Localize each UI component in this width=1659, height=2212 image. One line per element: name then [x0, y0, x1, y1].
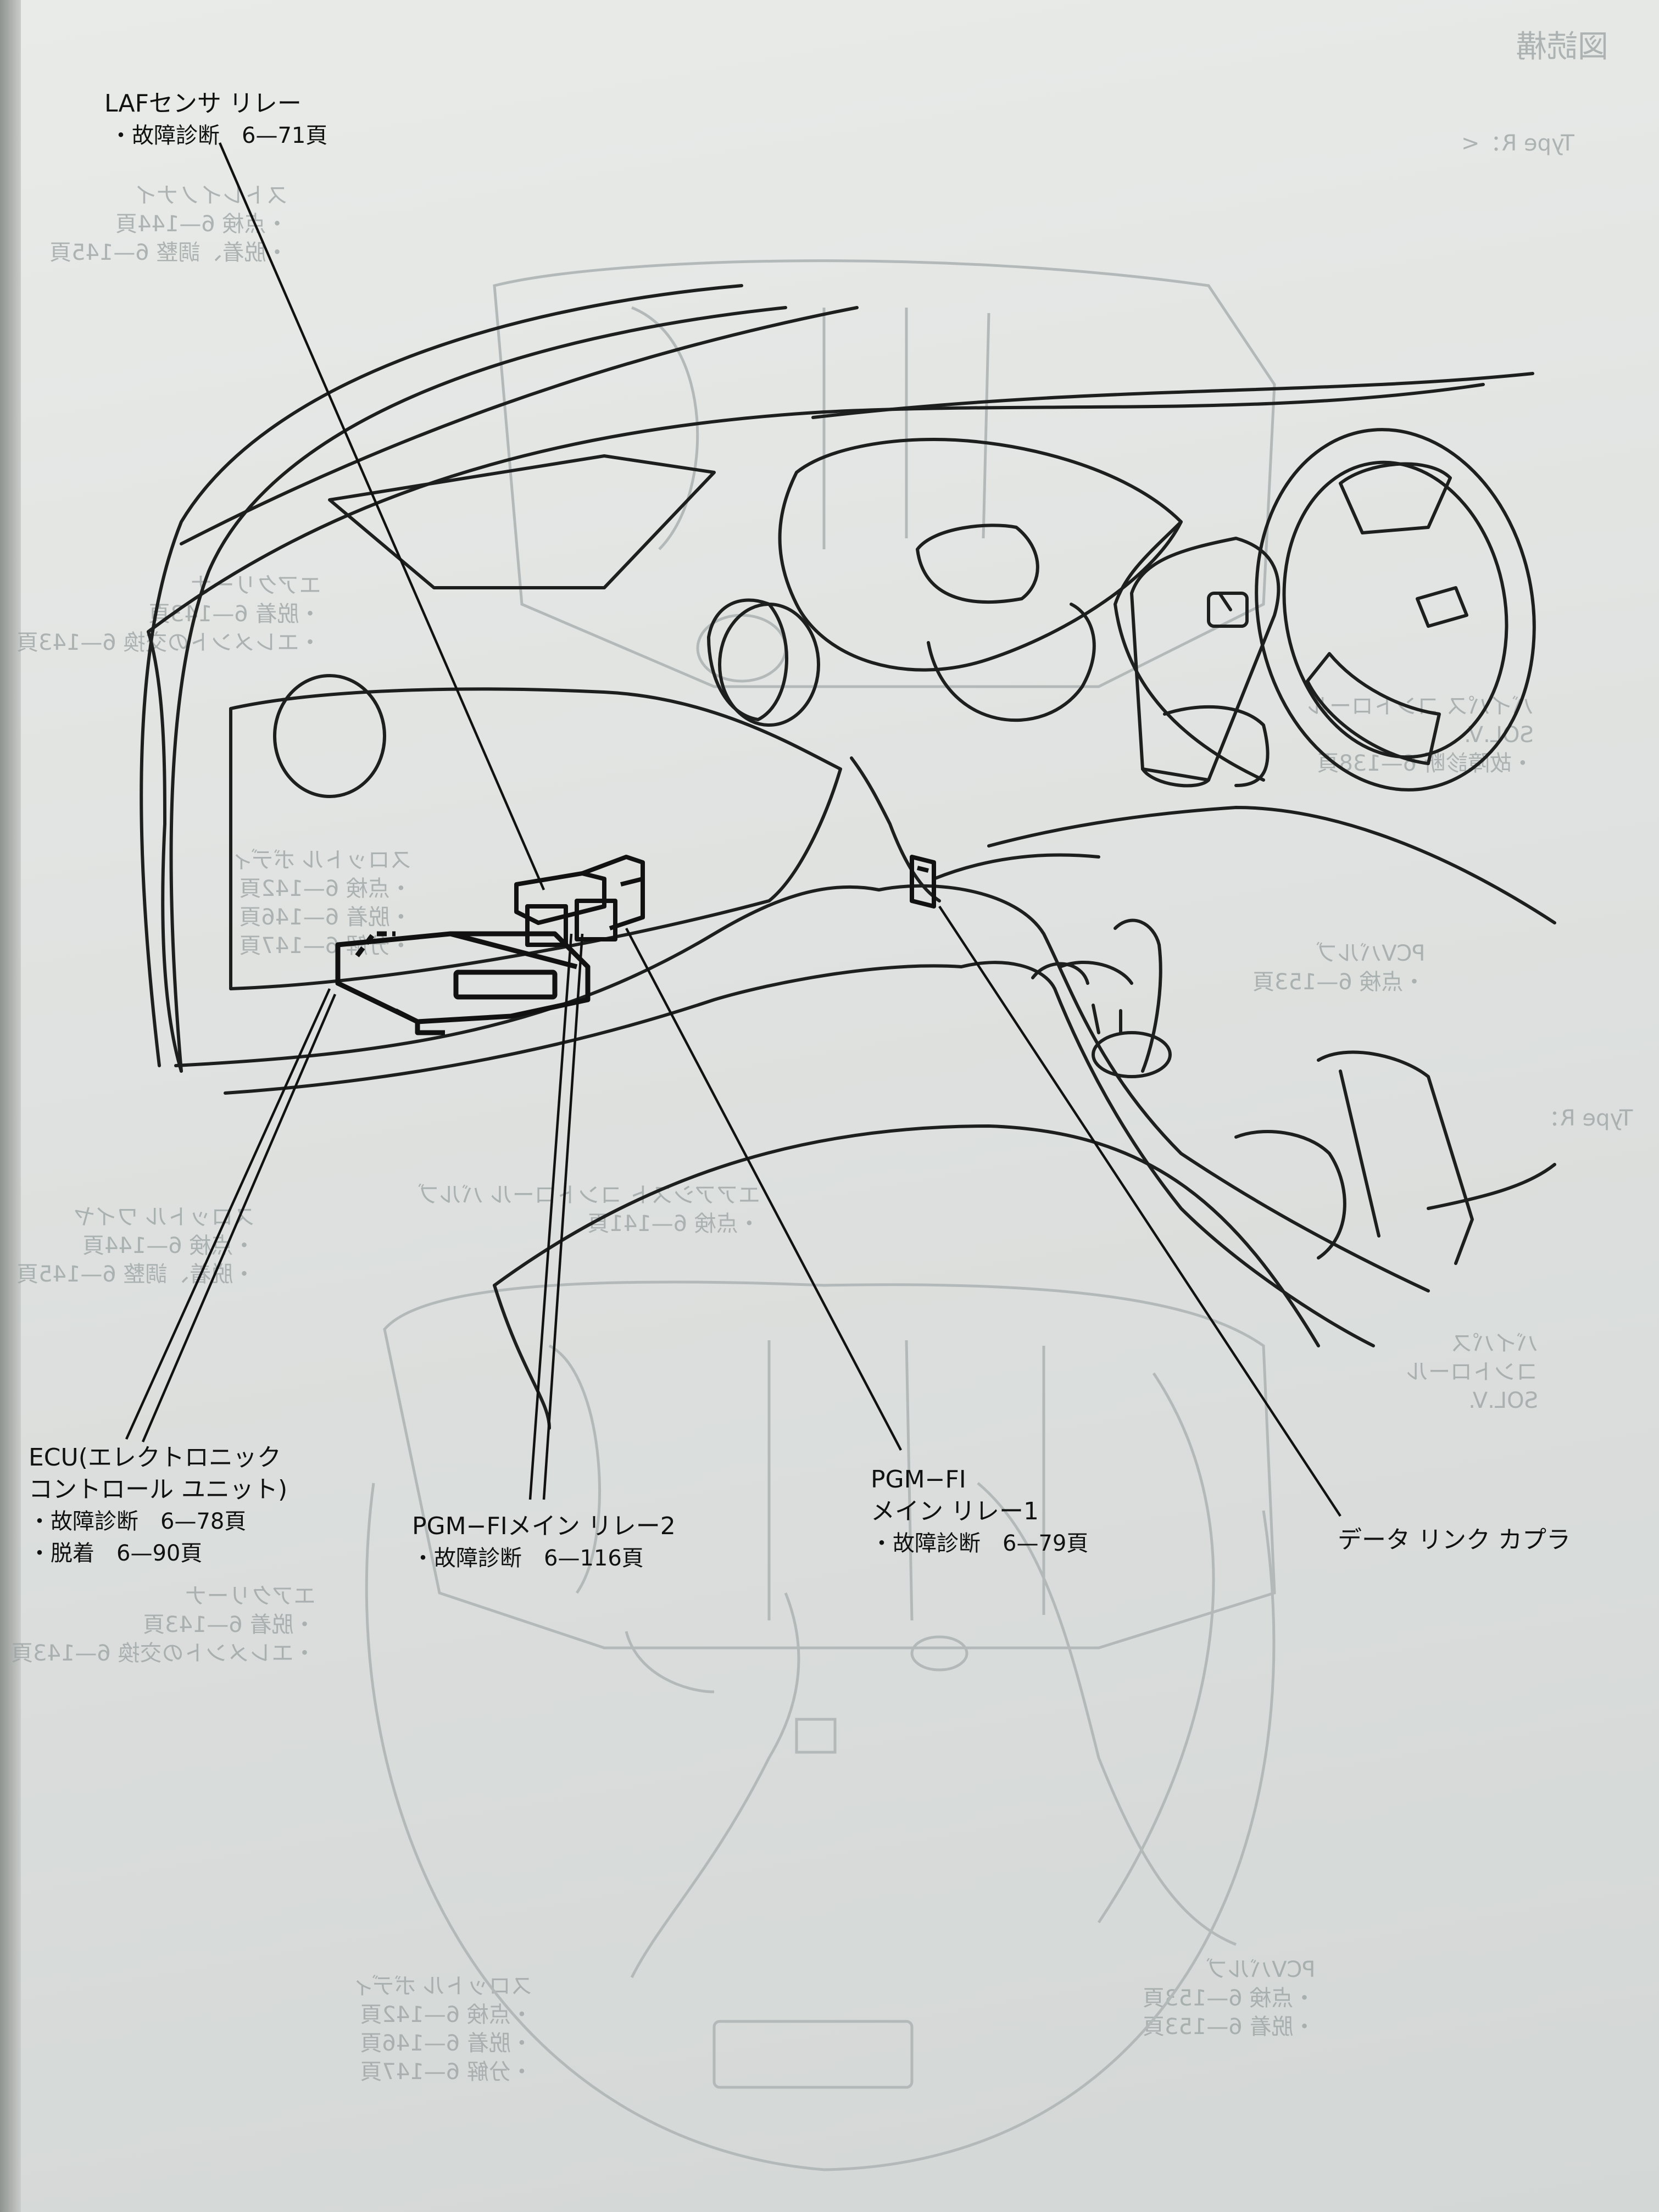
- callout-title-line1: ECU(エレクトロニック: [29, 1444, 281, 1472]
- leader-lines: [125, 142, 1341, 1517]
- callout-item: ・故障診断 6—78頁: [29, 1509, 247, 1534]
- callout-data-link-coupler: データ リンク カプラ: [1338, 1524, 1571, 1556]
- callout-title-line1: PGM−FI: [871, 1466, 966, 1494]
- leader-line-ecu: [125, 988, 331, 1440]
- callout-title: PGM−FIメイン リレー2: [412, 1512, 676, 1540]
- callout-item: ・故障診断 6—79頁: [871, 1531, 1089, 1556]
- callout-title: LAFセンサ リレー: [104, 90, 302, 118]
- leader-line-ecu-2: [141, 994, 337, 1442]
- leader-line-laf-relay: [218, 142, 545, 890]
- dashboard-line-art: [140, 284, 1556, 1430]
- callout-title-line2: メイン リレー1: [871, 1497, 1039, 1525]
- callout-item: ・故障診断 6—71頁: [110, 123, 328, 148]
- callout-pgmfi-main-relay-1: PGM−FI メイン リレー1 ・故障診断 6—79頁: [871, 1464, 1088, 1559]
- callout-item: ・脱着 6—90頁: [29, 1541, 203, 1566]
- callout-title: データ リンク カプラ: [1338, 1526, 1571, 1554]
- leader-line-data-link: [938, 905, 1341, 1517]
- bleed-through-engine-drawing: [365, 259, 1276, 2171]
- relay-component: [514, 855, 936, 947]
- leader-line-pgmfi-relay-2b: [542, 933, 584, 1500]
- ecu-component: [335, 931, 591, 1035]
- callout-laf-sensor-relay: LAFセンサ リレー ・故障診断 6—71頁: [104, 88, 327, 152]
- callout-item: ・故障診断 6—116頁: [412, 1546, 644, 1571]
- binding-edge: [0, 0, 21, 2212]
- leader-line-pgmfi-relay-1: [625, 927, 902, 1451]
- leader-line-pgmfi-relay-2: [528, 933, 573, 1500]
- callout-ecu: ECU(エレクトロニック コントロール ユニット) ・故障診断 6—78頁 ・脱…: [29, 1442, 287, 1569]
- callout-pgmfi-main-relay-2: PGM−FIメイン リレー2 ・故障診断 6—116頁: [412, 1511, 676, 1574]
- callout-title-line2: コントロール ユニット): [29, 1475, 288, 1503]
